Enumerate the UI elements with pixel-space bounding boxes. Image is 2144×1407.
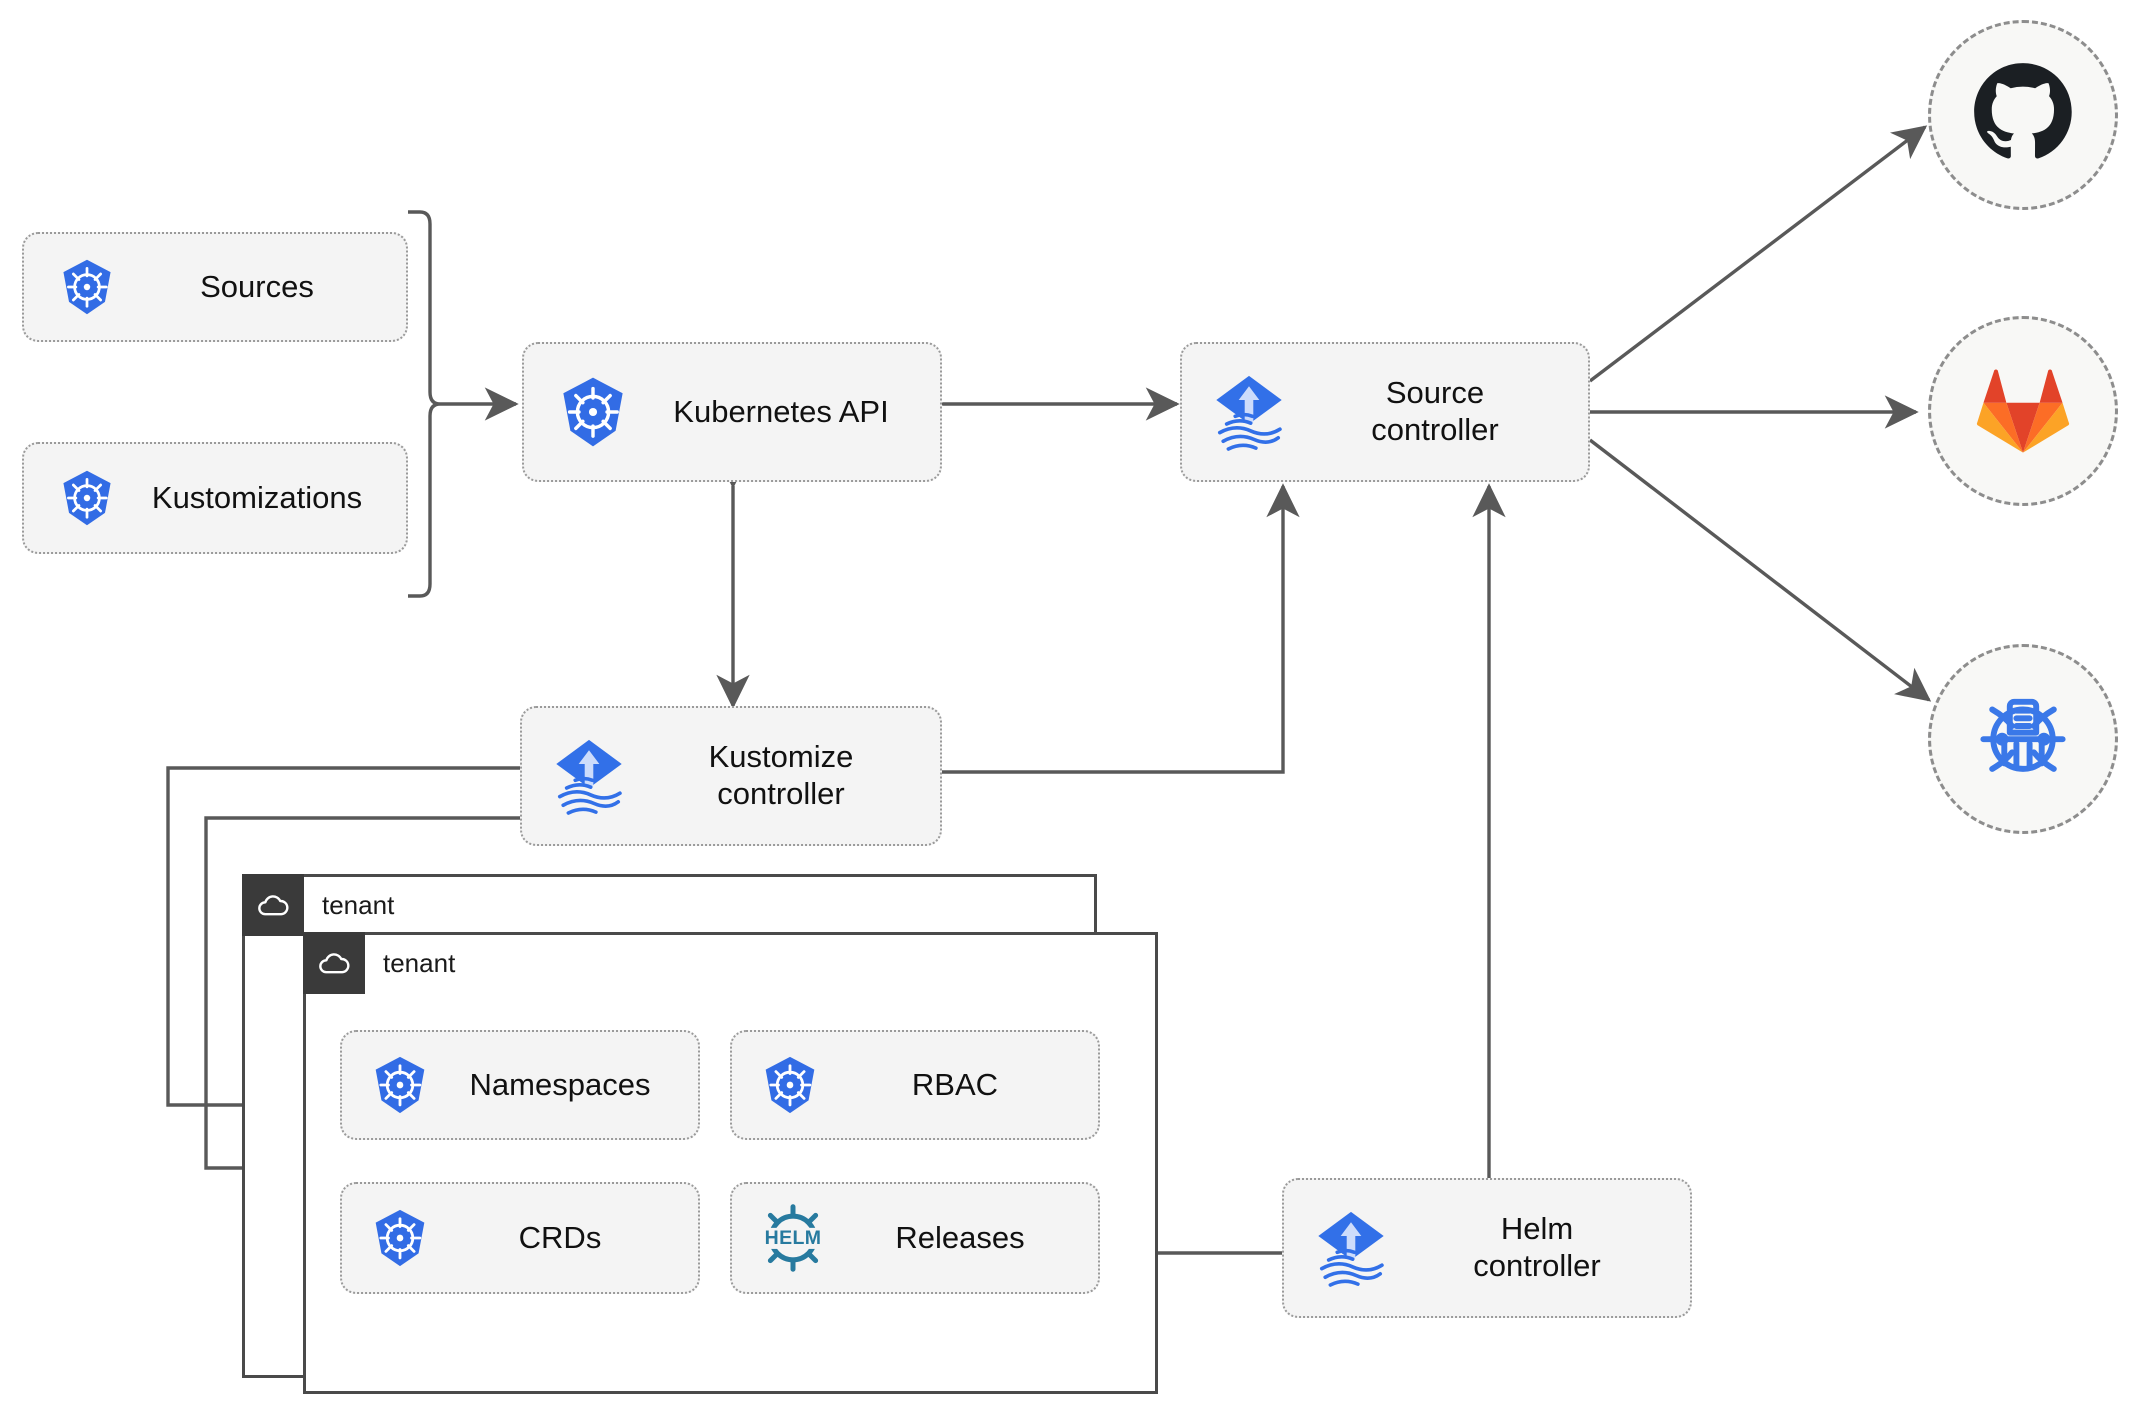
node-label-kustomizations: Kustomizations [151, 479, 363, 515]
node-source-controller[interactable]: Source controller [1180, 342, 1590, 482]
node-label-source-controller: Source controller [1371, 375, 1499, 447]
tenant-label-front: tenant [383, 947, 456, 978]
node-namespaces[interactable]: Namespaces [340, 1030, 700, 1140]
node-label-helm-controller: Helm controller [1473, 1211, 1601, 1283]
node-releases[interactable]: HELM Releases [730, 1182, 1100, 1294]
kubernetes-icon [56, 467, 118, 529]
helm-icon: HELM [754, 1199, 832, 1277]
endpoint-gitlab[interactable] [1928, 316, 2118, 506]
node-label-kubernetes-api: Kubernetes API [673, 393, 889, 429]
kubernetes-icon [554, 373, 632, 451]
cloud-icon [242, 874, 304, 936]
flux-icon [1308, 1205, 1394, 1291]
gitlab-icon [1971, 357, 2075, 466]
node-label-namespaces: Namespaces [469, 1066, 651, 1102]
flux-icon [546, 733, 632, 819]
node-kustomizations[interactable]: Kustomizations [22, 442, 408, 554]
node-kubernetes-api[interactable]: Kubernetes API [522, 342, 942, 482]
helm-repository-icon [1968, 682, 2078, 797]
flux-icon [1206, 369, 1292, 455]
node-rbac[interactable]: RBAC [730, 1030, 1100, 1140]
node-label-crds: CRDs [518, 1219, 602, 1255]
node-label-sources: Sources [200, 268, 314, 304]
cloud-icon [303, 932, 365, 994]
kubernetes-icon [56, 256, 118, 318]
kubernetes-icon [368, 1206, 432, 1270]
node-label-rbac: RBAC [911, 1066, 999, 1102]
tenant-tab-back: tenant [242, 874, 394, 936]
node-label-releases: Releases [895, 1219, 1025, 1255]
svg-text:HELM: HELM [765, 1227, 822, 1249]
node-label-kustomize-controller: Kustomize controller [708, 739, 854, 811]
node-helm-controller[interactable]: Helm controller [1282, 1178, 1692, 1318]
kubernetes-icon [368, 1053, 432, 1117]
node-kustomize-controller[interactable]: Kustomize controller [520, 706, 942, 846]
endpoint-github[interactable] [1928, 20, 2118, 210]
github-icon [1971, 61, 2075, 170]
tenant-container-front[interactable]: tenant [303, 932, 1158, 1394]
tenant-tab-front: tenant [303, 932, 455, 994]
kubernetes-icon [758, 1053, 822, 1117]
tenant-label-back: tenant [322, 889, 395, 920]
node-crds[interactable]: CRDs [340, 1182, 700, 1294]
node-sources[interactable]: Sources [22, 232, 408, 342]
endpoint-helm-repository[interactable] [1928, 644, 2118, 834]
